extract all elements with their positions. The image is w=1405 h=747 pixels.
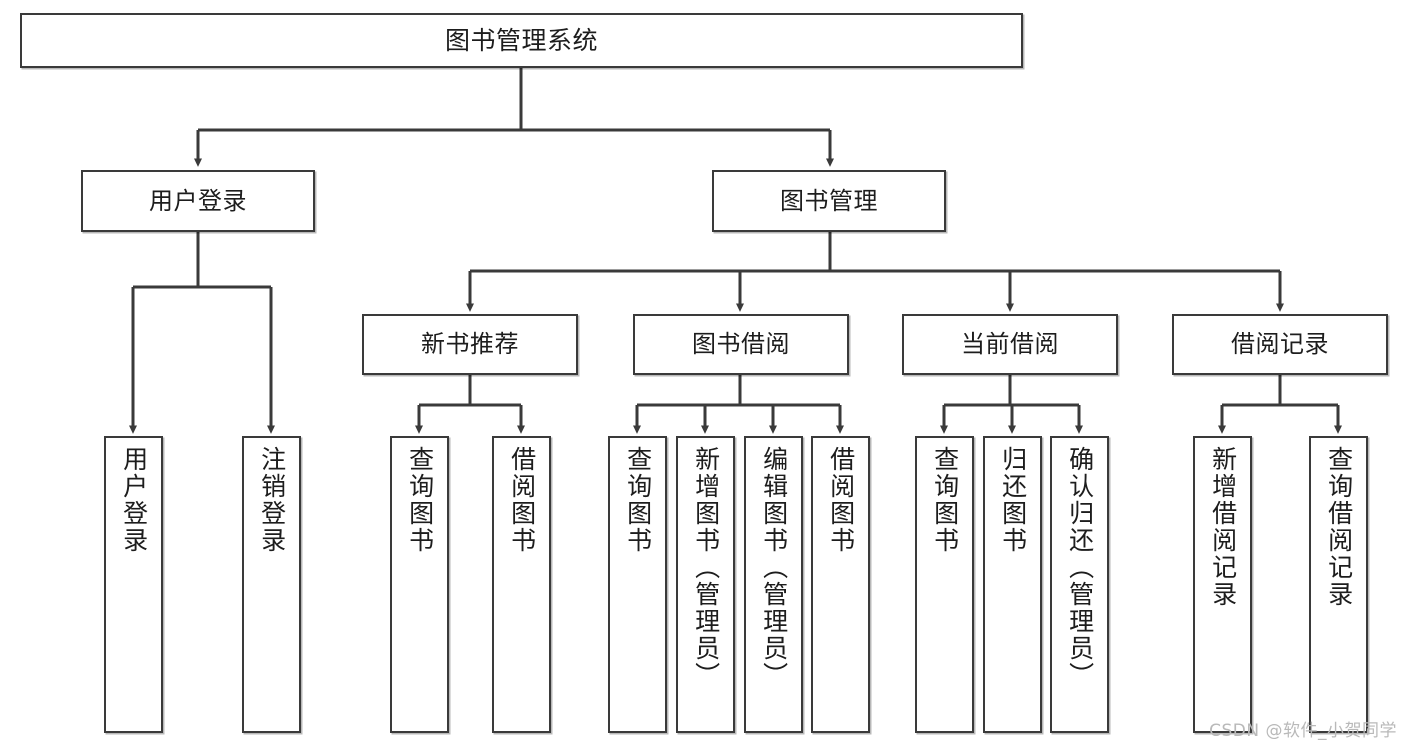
leaf-add-borrow-record[interactable]: 新增借阅记录 — [1193, 436, 1252, 733]
leaf-query-book-borrow[interactable]: 查询图书 — [608, 436, 667, 733]
node-borrowing-records[interactable]: 借阅记录 — [1172, 314, 1388, 375]
node-current-borrowing[interactable]: 当前借阅 — [902, 314, 1118, 375]
node-label: 当前借阅 — [961, 330, 1059, 359]
node-label: 新增借阅记录 — [1208, 446, 1238, 608]
leaf-logout[interactable]: 注销登录 — [242, 436, 301, 733]
node-label: 借阅记录 — [1231, 330, 1329, 359]
leaf-add-book-admin[interactable]: 新增图书（管理员） — [676, 436, 735, 733]
leaf-borrow-book-recommend[interactable]: 借阅图书 — [492, 436, 551, 733]
node-book-management[interactable]: 图书管理 — [712, 170, 946, 232]
node-label: 新增图书（管理员） — [691, 446, 721, 689]
leaf-user-login[interactable]: 用户登录 — [104, 436, 163, 733]
node-label: 查询图书 — [623, 446, 653, 554]
node-label: 用户登录 — [119, 446, 149, 554]
node-label: 用户登录 — [149, 186, 247, 215]
watermark-text: CSDN @软件_小贺同学 — [1209, 721, 1397, 741]
node-label: 注销登录 — [257, 446, 287, 554]
node-label: 确认归还（管理员） — [1065, 446, 1095, 689]
node-new-book-recommendation[interactable]: 新书推荐 — [362, 314, 578, 375]
leaf-return-book[interactable]: 归还图书 — [983, 436, 1042, 733]
node-user-login[interactable]: 用户登录 — [81, 170, 315, 232]
leaf-confirm-return-admin[interactable]: 确认归还（管理员） — [1050, 436, 1109, 733]
leaf-borrow-book[interactable]: 借阅图书 — [811, 436, 870, 733]
node-label: 借阅图书 — [507, 446, 537, 554]
node-label: 新书推荐 — [421, 330, 519, 359]
node-label: 查询借阅记录 — [1324, 446, 1354, 608]
node-label: 编辑图书（管理员） — [759, 446, 789, 689]
node-label: 查询图书 — [405, 446, 435, 554]
node-book-borrowing[interactable]: 图书借阅 — [633, 314, 849, 375]
node-label: 归还图书 — [998, 446, 1028, 554]
node-label: 图书借阅 — [692, 330, 790, 359]
leaf-query-borrow-record[interactable]: 查询借阅记录 — [1309, 436, 1368, 733]
leaf-query-book-current[interactable]: 查询图书 — [915, 436, 974, 733]
node-label: 查询图书 — [930, 446, 960, 554]
node-label: 借阅图书 — [826, 446, 856, 554]
node-label: 图书管理 — [780, 186, 878, 215]
node-label: 图书管理系统 — [444, 25, 598, 55]
leaf-query-book-recommend[interactable]: 查询图书 — [390, 436, 449, 733]
node-root-book-management-system[interactable]: 图书管理系统 — [20, 13, 1023, 68]
leaf-edit-book-admin[interactable]: 编辑图书（管理员） — [744, 436, 803, 733]
